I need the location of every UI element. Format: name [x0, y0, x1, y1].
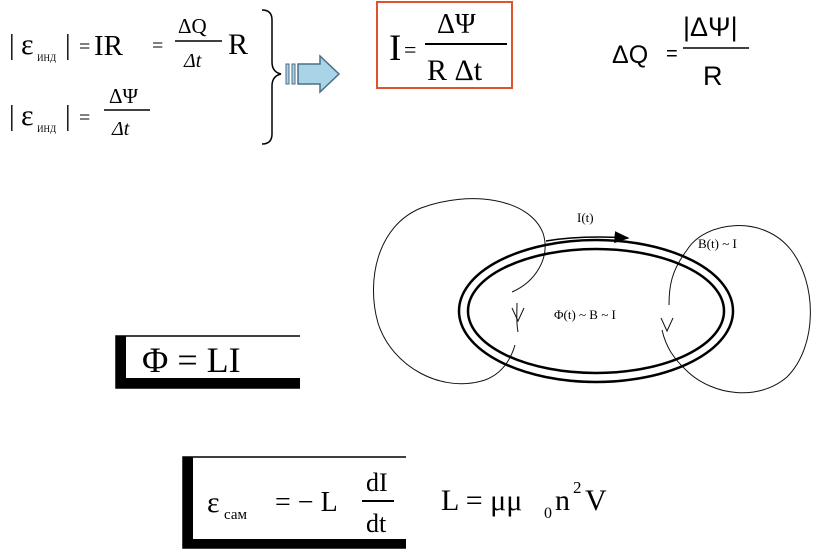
- epsilon-symbol: ε: [207, 486, 220, 519]
- implication-arrow: [285, 54, 341, 94]
- charge-change-numerator: ΔQ: [178, 14, 207, 38]
- self-induction-formula: ε сам = − L dI dt: [182, 456, 406, 549]
- abs-bar-right: |: [65, 101, 71, 132]
- abs-bar-left: |: [9, 30, 15, 61]
- wire-loop-outer: [457, 238, 735, 384]
- current-label: I(t): [577, 210, 594, 225]
- wire-loop-inner: [466, 247, 726, 375]
- flux-change-numerator: ΔΨ: [109, 84, 139, 108]
- flux-change-abs-numerator: |ΔΨ|: [683, 12, 738, 42]
- resistance-symbol: R: [228, 28, 248, 61]
- emf-line-2: | ε ИНД | = ΔΨ Δt: [9, 84, 150, 140]
- epsilon-subscript: ИНД: [37, 53, 56, 63]
- field-arrow-down-icon: [511, 307, 525, 323]
- mu-zero-subscript: 0: [544, 505, 552, 522]
- turn-density-symbol: n: [555, 484, 570, 517]
- frame-left-accent: [183, 457, 193, 548]
- equals-sign: =: [152, 35, 163, 57]
- curly-brace: [261, 9, 282, 145]
- field-line-left: [372, 198, 546, 385]
- equals-sign: =: [79, 36, 90, 58]
- current-direction-arrow-icon: [545, 231, 630, 244]
- field-label: B(t) ~ I: [698, 236, 737, 251]
- current-resistance-term: IR: [94, 30, 124, 62]
- field-line-right: [661, 225, 811, 394]
- epsilon-subscript: сам: [224, 507, 247, 523]
- current-loop-diagram: I(t) B(t) ~ I Φ(t) ~ B ~ I: [372, 198, 811, 394]
- resistance-denominator: R: [703, 61, 723, 91]
- abs-bar-right: |: [65, 30, 71, 61]
- volume-symbol: V: [585, 484, 607, 517]
- equals-sign: =: [404, 37, 416, 62]
- turn-density-exponent: 2: [573, 478, 582, 497]
- current-symbol: I: [389, 28, 401, 69]
- epsilon-symbol: ε: [21, 28, 34, 61]
- flux-formula: Φ = LI: [115, 335, 300, 389]
- equals-sign: =: [79, 107, 90, 129]
- charge-formula: ΔQ = |ΔΨ| R: [612, 12, 749, 91]
- time-change-denominator: Δt: [183, 50, 202, 72]
- flux-inductance-equation: Φ = LI: [142, 340, 241, 380]
- current-derivative-numerator: dI: [366, 468, 388, 497]
- abs-bar-left: |: [9, 101, 15, 132]
- arrow-stripe: [291, 63, 296, 85]
- frame-bottom-accent: [183, 539, 406, 548]
- minus-inductance-term: = − L: [275, 487, 338, 518]
- frame-bottom-accent: [116, 378, 300, 388]
- inductance-formula: L = μμ 0 n 2 V: [441, 478, 607, 522]
- field-line-left-inner: [516, 302, 519, 333]
- current-formula: I = ΔΨ R Δt: [376, 1, 513, 89]
- epsilon-symbol: ε: [21, 99, 34, 132]
- emf-block: | ε ИНД | = IR = ΔQ Δt R | ε ИНД | = ΔΨ: [9, 9, 282, 145]
- emf-line-1: | ε ИНД | = IR = ΔQ Δt R: [9, 14, 248, 72]
- inductance-lhs: L = μμ: [441, 484, 522, 517]
- equals-sign: =: [666, 43, 678, 65]
- flux-label: Φ(t) ~ B ~ I: [554, 307, 616, 322]
- charge-change-symbol: ΔQ: [612, 41, 648, 69]
- arrow-stripe: [285, 63, 290, 85]
- time-derivative-denominator: dt: [366, 509, 387, 538]
- frame-left-accent: [116, 336, 126, 388]
- time-change-denominator: Δt: [111, 118, 130, 140]
- field-arrow-down-icon: [660, 317, 674, 333]
- right-arrow-icon: [297, 54, 341, 94]
- epsilon-subscript: ИНД: [37, 124, 56, 134]
- resistance-time-denominator: R Δt: [427, 54, 483, 87]
- flux-change-numerator: ΔΨ: [437, 9, 476, 40]
- highlight-box: [376, 1, 513, 89]
